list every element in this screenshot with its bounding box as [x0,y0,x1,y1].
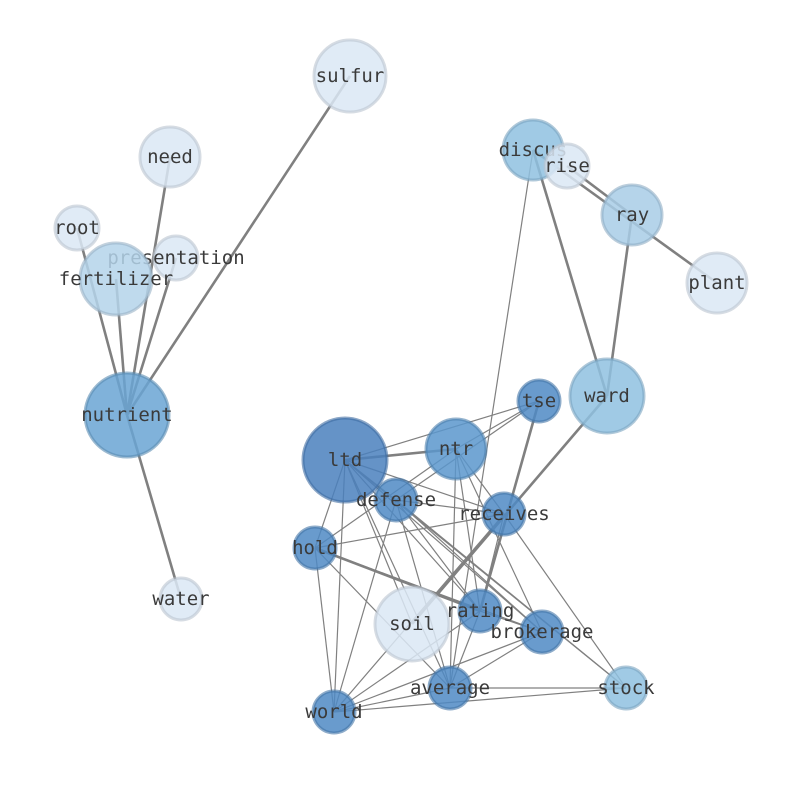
node-circle-soil[interactable] [373,585,451,663]
node-label-sulfur: sulfur [316,65,385,87]
node-label-need: need [147,146,193,168]
node-water[interactable]: water [152,576,210,622]
node-label-rating: rating [446,600,515,622]
node-ward[interactable]: ward [568,357,646,435]
edge-world-stock [333,687,627,713]
node-tse[interactable]: tse [516,378,562,424]
node-circle-ward[interactable] [568,357,646,435]
node-label-world: world [305,701,362,723]
node-label-nutrient: nutrient [81,404,173,426]
node-circle-ray[interactable] [600,183,664,247]
node-root[interactable]: root [53,204,101,252]
node-circle-world[interactable] [311,689,357,735]
node-stock[interactable]: stock [597,665,655,711]
node-layer: sulfurneedrootpresentationfertilizernutr… [53,38,749,735]
node-label-ntr: ntr [439,438,473,460]
node-label-water: water [152,588,209,610]
node-sulfur[interactable]: sulfur [312,38,388,114]
node-circle-plant[interactable] [685,251,749,315]
node-label-soil: soil [389,613,435,635]
node-nutrient[interactable]: nutrient [81,371,173,459]
node-circle-need[interactable] [138,125,202,189]
node-circle-ntr[interactable] [424,417,488,481]
node-circle-defense[interactable] [373,477,419,523]
node-label-ltd: ltd [328,449,362,471]
node-label-receives: receives [458,503,550,525]
node-circle-root[interactable] [53,204,101,252]
node-label-fertilizer: fertilizer [59,268,173,290]
edge-receives-hold [314,513,505,549]
node-circle-ltd[interactable] [301,416,389,504]
node-label-defense: defense [356,489,436,511]
node-ltd[interactable]: ltd [301,416,389,504]
edge-ntr-average [449,448,457,689]
node-label-ward: ward [584,385,630,407]
node-fertilizer[interactable]: fertilizer [59,241,173,317]
node-receives[interactable]: receives [458,491,550,537]
node-circle-stock[interactable] [603,665,649,711]
node-brokerage[interactable]: brokerage [491,609,594,655]
node-circle-receives[interactable] [481,491,527,537]
node-label-brokerage: brokerage [491,621,594,643]
node-plant[interactable]: plant [685,251,749,315]
node-label-root: root [54,217,100,239]
node-rise[interactable]: rise [543,142,591,190]
edge-discus-ward [531,149,609,397]
edge-defense-rating [395,499,481,612]
node-label-hold: hold [292,537,338,559]
node-circle-fertilizer[interactable] [78,241,154,317]
node-circle-brokerage[interactable] [519,609,565,655]
node-circle-presentation[interactable] [152,234,200,282]
node-hold[interactable]: hold [292,525,338,571]
edge-defense-stock [395,499,627,689]
edge-sulfur-nutrient [125,75,352,416]
node-label-stock: stock [597,677,655,699]
node-label-plant: plant [688,272,745,294]
edge-receives-stock [503,513,627,689]
node-circle-sulfur[interactable] [312,38,388,114]
node-circle-average[interactable] [427,665,473,711]
node-label-average: average [410,677,490,699]
node-circle-water[interactable] [158,576,204,622]
edge-hold-world [314,547,335,713]
node-ntr[interactable]: ntr [424,417,488,481]
node-soil[interactable]: soil [373,585,451,663]
node-circle-nutrient[interactable] [83,371,171,459]
node-label-rise: rise [544,155,590,177]
edge-defense-brokerage [395,499,543,633]
node-circle-rise[interactable] [543,142,591,190]
node-average[interactable]: average [410,665,490,711]
node-rating[interactable]: rating [446,588,515,634]
node-circle-hold[interactable] [292,525,338,571]
node-defense[interactable]: defense [356,477,436,523]
node-world[interactable]: world [305,689,363,735]
node-need[interactable]: need [138,125,202,189]
node-circle-tse[interactable] [516,378,562,424]
node-label-tse: tse [522,390,556,412]
node-circle-rating[interactable] [457,588,503,634]
node-label-ray: ray [615,204,649,226]
node-ray[interactable]: ray [600,183,664,247]
